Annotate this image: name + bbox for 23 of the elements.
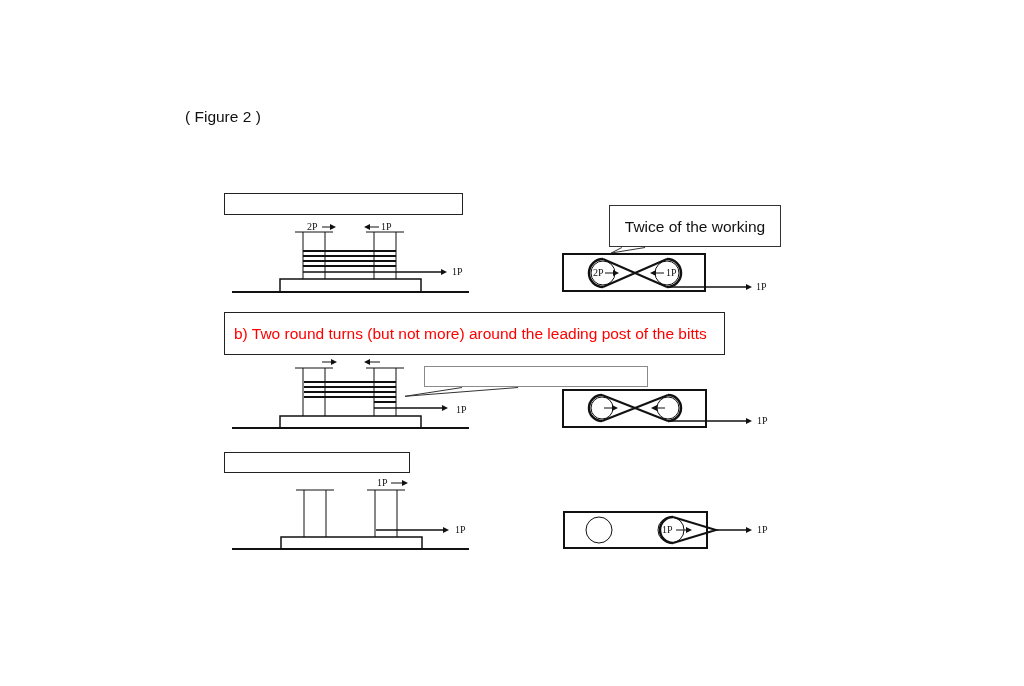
bitts-posts-drawing [295, 358, 405, 416]
caption-frame [224, 452, 410, 473]
caption-frame [224, 193, 463, 215]
load-label: 1P [757, 415, 768, 427]
load-label: 1P [756, 281, 767, 293]
load-label: 1P [452, 266, 463, 278]
load-label: 1P [757, 524, 768, 536]
load-label: 1P [666, 267, 677, 279]
callout-text: Twice of the working [624, 216, 766, 236]
leader-line [404, 387, 519, 397]
load-label: 1P [456, 404, 467, 416]
callout-frame [609, 205, 781, 247]
figure-title: ( Figure 2 ) [185, 108, 261, 126]
load-label: 1P [455, 524, 466, 536]
load-label: 1P [377, 477, 388, 489]
load-label: 2P [593, 267, 604, 279]
load-label: 2P [307, 221, 318, 233]
load-label: 1P [381, 221, 392, 233]
load-label: 1P [662, 524, 673, 536]
caption-text: b) Two round turns (but not more) around the leading post of the bitts [234, 324, 707, 343]
callout-frame [424, 366, 648, 387]
bitts-top-view-drawing [561, 253, 754, 293]
caption-frame [224, 312, 725, 355]
